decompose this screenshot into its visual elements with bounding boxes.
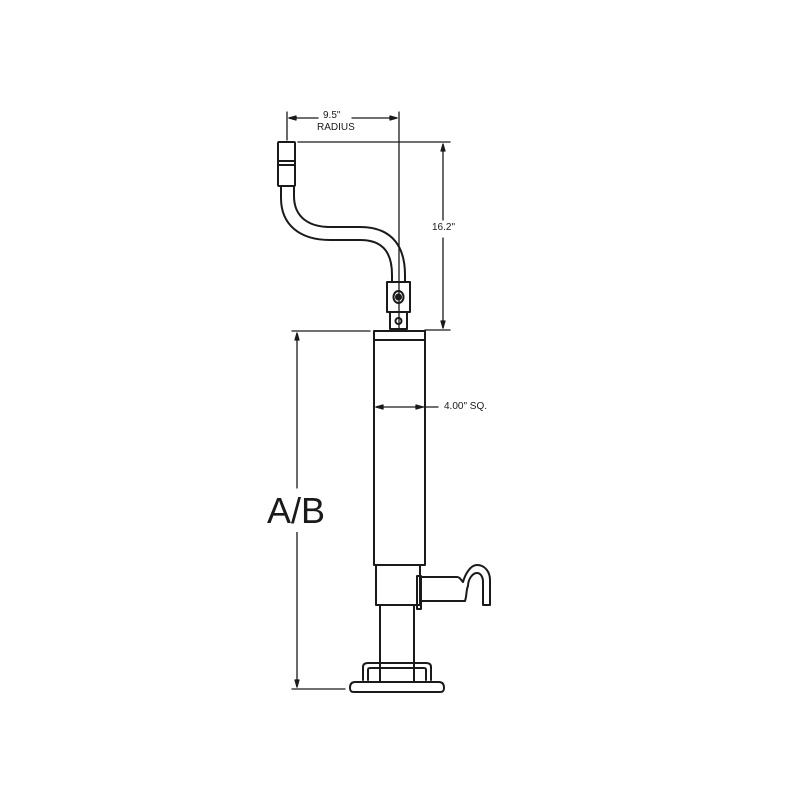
tube-size-dimension bbox=[375, 404, 439, 410]
tube-size-label: 4.00" SQ. bbox=[444, 401, 488, 412]
radius-dimension bbox=[286, 111, 400, 331]
handle-height-dimension bbox=[297, 141, 451, 331]
handle-height-label: 16.2" bbox=[431, 222, 457, 233]
handle-grip bbox=[277, 141, 296, 187]
gear-housing bbox=[375, 564, 422, 610]
inner-leg bbox=[379, 604, 415, 683]
side-crank bbox=[420, 564, 491, 606]
handle-coupling bbox=[386, 281, 411, 330]
overall-height-label: A/B bbox=[267, 490, 326, 532]
foot-plate bbox=[349, 662, 445, 693]
outer-tube bbox=[373, 330, 426, 566]
handle-crank-arm bbox=[280, 185, 406, 283]
overall-height-dimension bbox=[291, 330, 371, 690]
radius-value-label: 9.5" bbox=[322, 110, 342, 121]
radius-caption-label: RADIUS bbox=[317, 122, 355, 133]
